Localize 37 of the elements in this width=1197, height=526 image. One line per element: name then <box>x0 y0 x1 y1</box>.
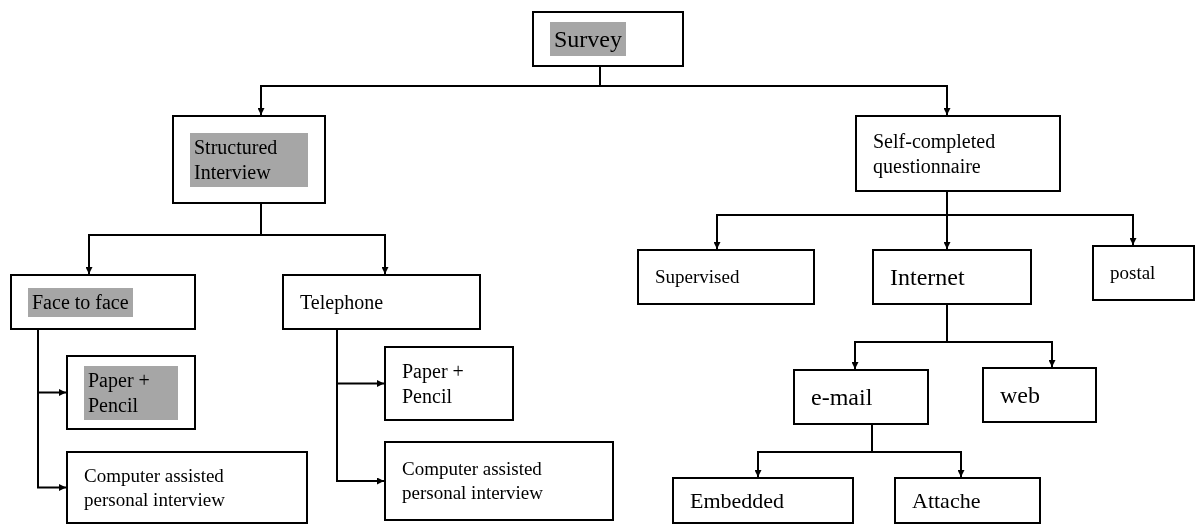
box-label: Internet <box>890 263 965 292</box>
process-box <box>384 346 514 421</box>
process-box <box>66 451 308 524</box>
box-label: Paper + Pencil <box>84 365 178 420</box>
box-label: Self-completed questionnaire <box>873 128 997 179</box>
process-box <box>872 249 1032 305</box>
box-label: Attache <box>912 486 981 515</box>
process-box <box>172 115 326 204</box>
box-label: Survey <box>550 22 626 56</box>
box-label: postal <box>1110 261 1156 285</box>
arrow <box>260 203 389 275</box>
process-box <box>10 274 196 330</box>
box-label: Face to face <box>28 287 133 317</box>
process-box <box>855 115 1061 192</box>
process-box <box>672 477 854 524</box>
process-box <box>793 369 929 425</box>
process-box <box>982 367 1097 423</box>
process-box <box>637 249 815 305</box>
process-box <box>384 441 614 521</box>
box-label: Telephone <box>300 289 383 315</box>
arrow <box>871 424 965 478</box>
arrow <box>336 329 385 485</box>
process-box <box>532 11 684 67</box>
process-box <box>66 355 196 430</box>
box-label: web <box>1000 381 1040 410</box>
process-box <box>894 477 1041 524</box>
process-box <box>1092 245 1195 301</box>
box-label: Paper + Pencil <box>402 358 465 409</box>
process-box <box>282 274 481 330</box>
arrow <box>37 329 67 491</box>
arrow <box>946 304 1056 368</box>
box-label: Embedded <box>690 486 785 515</box>
box-label: e-mail <box>811 383 873 412</box>
box-label: Computer assisted personal interview <box>402 457 544 505</box>
box-label: Structured Interview <box>190 132 308 187</box>
box-label: Computer assisted personal interview <box>84 463 226 512</box>
box-label: Supervised <box>655 265 740 289</box>
